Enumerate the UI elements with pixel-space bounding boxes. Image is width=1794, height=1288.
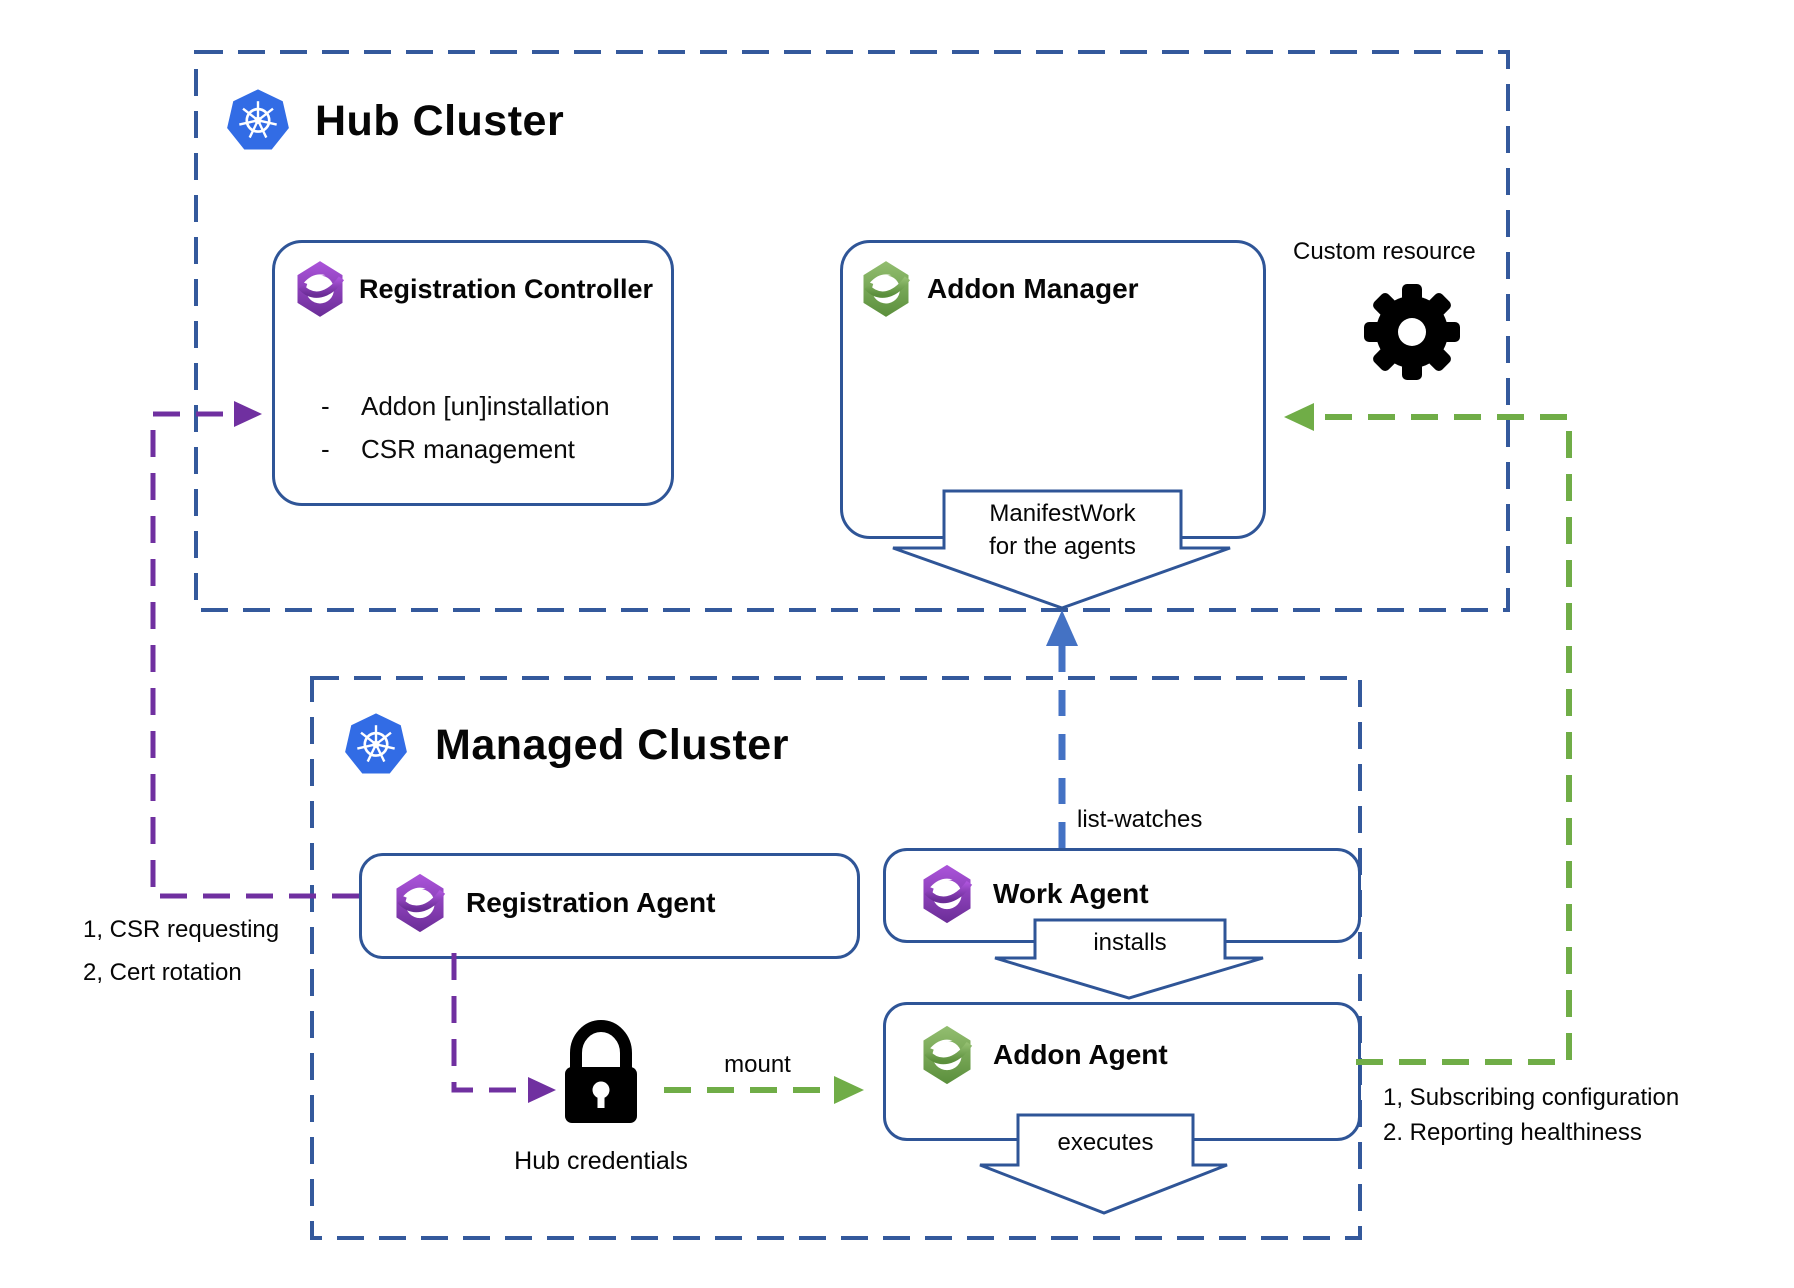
ocm-icon-purple	[396, 873, 446, 933]
registration-agent-title: Registration Agent	[466, 887, 716, 918]
subscribe-report-label: 1, Subscribing configuration 2. Reportin…	[1383, 1080, 1679, 1150]
subscribe-label-line2: 2. Reporting healthiness	[1383, 1119, 1642, 1146]
hub-cluster-title: Hub Cluster	[315, 96, 565, 145]
csr-label-line2: 2, Cert rotation	[83, 959, 242, 986]
mount-label: mount	[724, 1051, 791, 1078]
addon-manager-box: Addon Manager	[840, 240, 1266, 539]
hub-cluster-header: Hub Cluster	[225, 88, 564, 154]
registration-controller-title: Registration Controller	[359, 273, 654, 304]
addon-manager-title: Addon Manager	[927, 273, 1139, 304]
ocm-icon-green	[923, 1025, 973, 1085]
manifestwork-line2: for the agents	[989, 533, 1136, 560]
manifestwork-line1: ManifestWork	[989, 500, 1136, 527]
executes-label: executes	[1057, 1129, 1154, 1156]
registration-agent-box: Registration Agent	[359, 853, 860, 959]
credentials-write-arrowhead	[528, 1077, 556, 1103]
credentials-write-dashed-line	[451, 953, 528, 1093]
csr-request-arrowhead	[234, 401, 262, 427]
subscribe-report-dashed-line	[1314, 414, 1572, 1065]
list-watches-arrowhead	[1046, 610, 1078, 646]
ocm-icon-purple	[297, 261, 345, 317]
manifestwork-label: ManifestWork for the agents	[944, 497, 1181, 563]
kubernetes-icon	[225, 88, 291, 151]
csr-label-line1: 1, CSR requesting	[83, 916, 280, 943]
ocm-icon-purple	[923, 864, 973, 924]
addon-agent-title: Addon Agent	[993, 1039, 1168, 1070]
subscribe-label-line1: 1, Subscribing configuration	[1383, 1084, 1680, 1111]
bullet-item: - CSR management	[321, 428, 610, 471]
csr-rotation-label: 1, CSR requesting 2, Cert rotation	[83, 908, 279, 994]
addon-agent-box: Addon Agent	[883, 1002, 1361, 1141]
lock-icon	[565, 1020, 637, 1123]
bullet-text: CSR management	[361, 434, 575, 464]
kubernetes-icon	[343, 712, 409, 775]
custom-resource-label: Custom resource	[1293, 238, 1476, 265]
ocm-icon-green	[863, 261, 911, 317]
installs-label: installs	[1093, 929, 1167, 956]
bullet-dash: -	[321, 391, 330, 421]
bullet-dash: -	[321, 434, 330, 464]
mount-arrowhead	[834, 1076, 864, 1104]
work-agent-title: Work Agent	[993, 878, 1149, 909]
managed-cluster-title: Managed Cluster	[435, 720, 789, 769]
bullet-item: - Addon [un]installation	[321, 385, 610, 428]
registration-controller-box: Registration Controller - Addon [un]inst…	[272, 240, 674, 506]
gear-icon	[1364, 284, 1460, 380]
subscribe-report-arrowhead	[1284, 403, 1314, 431]
registration-controller-bullets: - Addon [un]installation - CSR managemen…	[321, 385, 610, 471]
list-watches-label: list-watches	[1077, 806, 1203, 833]
managed-cluster-header: Managed Cluster	[343, 712, 789, 778]
hub-credentials-label: Hub credentials	[514, 1147, 688, 1175]
bullet-text: Addon [un]installation	[361, 391, 610, 421]
